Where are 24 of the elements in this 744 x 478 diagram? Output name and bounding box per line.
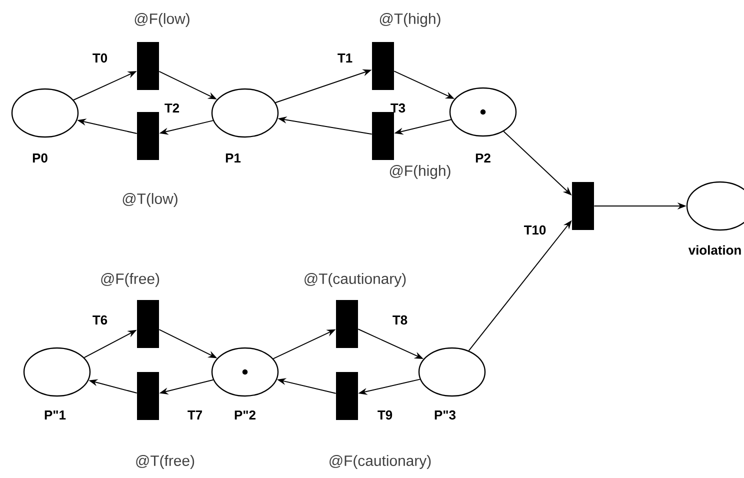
- node-label: violation: [688, 245, 741, 255]
- node-label: T0: [92, 53, 108, 63]
- node-label: P"3: [434, 410, 456, 420]
- node-label: T7: [188, 410, 202, 420]
- node-label: P0: [32, 153, 48, 163]
- guard-label: @F(low): [134, 13, 190, 27]
- guard-label: @T(free): [136, 455, 194, 469]
- node-label: T8: [392, 315, 408, 325]
- guard-label: @T(low): [122, 193, 178, 207]
- guard-label: @F(free): [101, 273, 160, 287]
- node-label: T1: [338, 54, 352, 62]
- node-label: P1: [226, 154, 241, 162]
- node-label: T3: [390, 103, 406, 113]
- node-label: P"1: [44, 410, 66, 420]
- node-label: T9: [378, 410, 392, 420]
- guard-label: @F(cautionary): [330, 455, 431, 469]
- guard-label: @F(high): [390, 165, 450, 179]
- node-label: T2: [164, 103, 180, 113]
- guard-label: @T(high): [380, 13, 440, 27]
- node-label: P"2: [234, 410, 256, 420]
- node-label: T6: [92, 315, 108, 325]
- node-label: P2: [476, 153, 490, 163]
- node-label: T10: [524, 225, 546, 235]
- guard-label: @T(cautionary): [304, 273, 406, 287]
